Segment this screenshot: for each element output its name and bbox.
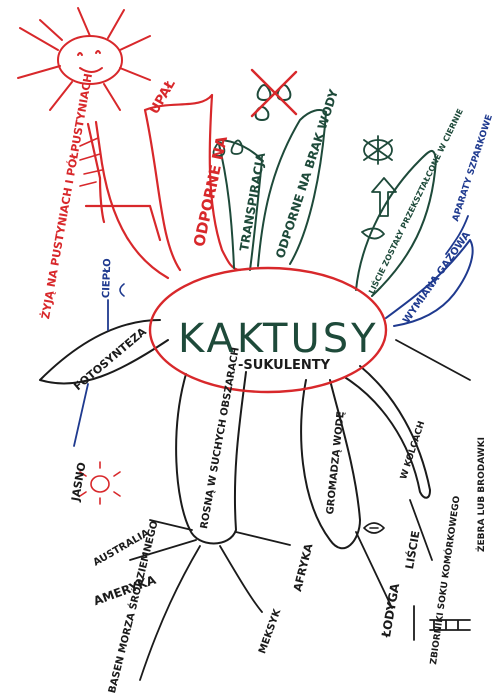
cross-mark: [250, 68, 298, 118]
branch-wymiana: [385, 239, 474, 327]
label-zebra: ŻEBRA LUB BRODAWKI: [477, 436, 487, 552]
branch-zebra: [395, 339, 471, 381]
branch-ciernie: [355, 150, 437, 297]
branch-lodyga: [355, 531, 393, 609]
branch-brak-wody: [257, 109, 327, 267]
center-title: KAKTUSY: [178, 316, 379, 362]
branch-fotosynteza: [39, 319, 169, 385]
branch-rosna: [175, 371, 247, 545]
branch-aparaty: [445, 215, 469, 255]
droplet-icon: [212, 139, 244, 157]
branch-odporne-upal: [143, 93, 242, 272]
branch-kontynenty: [129, 519, 291, 681]
branch-gromadza: [300, 379, 361, 550]
central-ellipse: [148, 266, 388, 394]
sun-icon: [17, 7, 151, 111]
branch-jasno: [73, 383, 89, 447]
leaf-thorn-icon: [361, 135, 397, 240]
moon-icon: [119, 283, 125, 297]
leaf-seed-icon: [363, 522, 385, 534]
branch-pustynie: [84, 120, 170, 280]
branch-kolcach: [345, 365, 431, 499]
pustynia-sketch: [79, 137, 103, 187]
branch-zbiorniki: [409, 499, 433, 561]
stem-sketch-icon: [413, 605, 471, 641]
branch-transpiracja: [217, 139, 263, 271]
center-subtitle: -SUKULENTY: [238, 358, 331, 373]
label-cieplo: CIEPŁO: [101, 258, 114, 299]
small-sun-icon: [79, 461, 121, 505]
